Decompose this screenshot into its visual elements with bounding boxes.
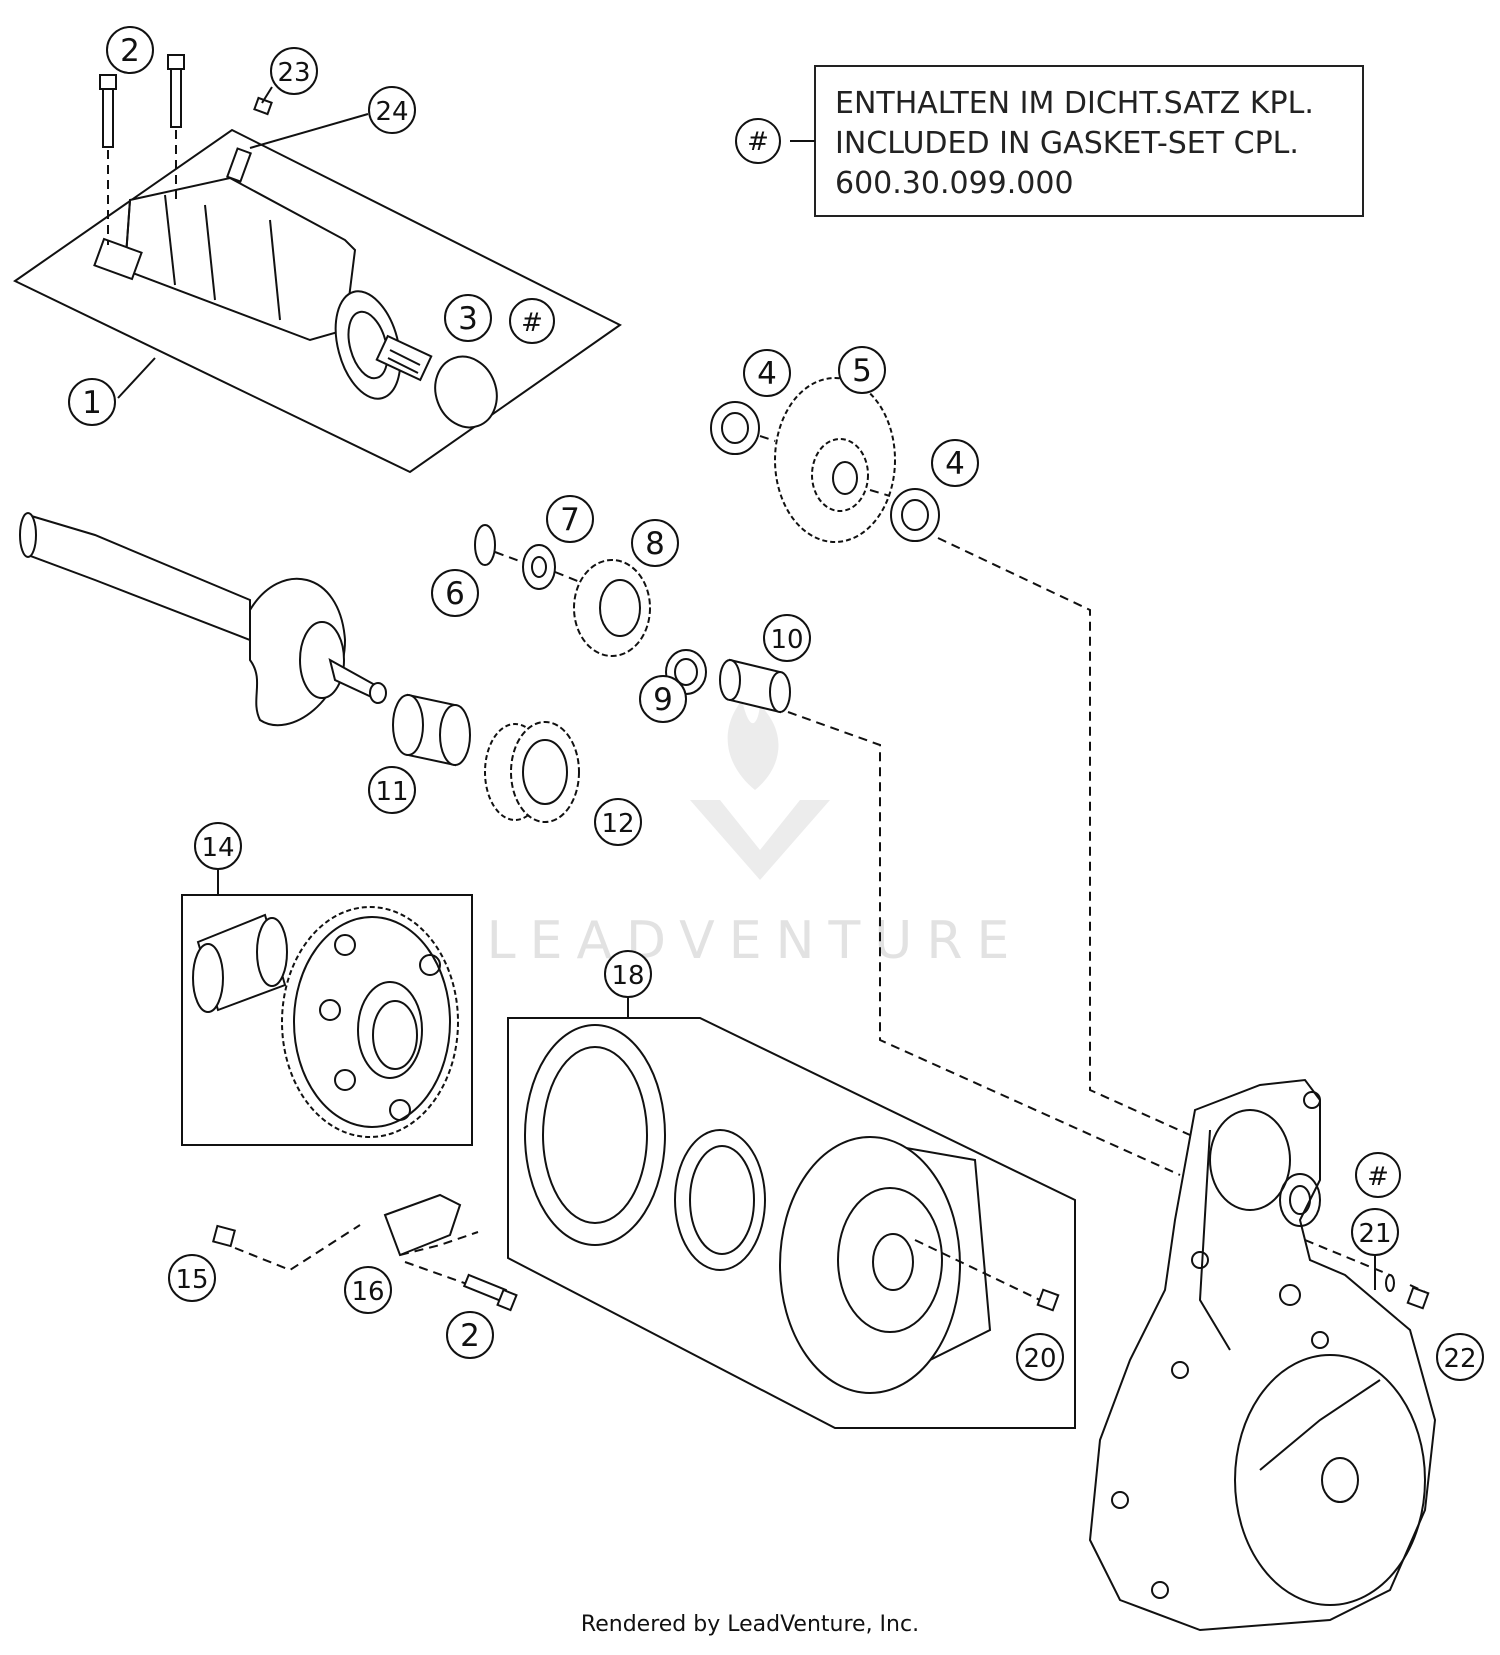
svg-text:22: 22 <box>1443 1344 1476 1374</box>
svg-text:10: 10 <box>770 625 803 655</box>
callout-21: 21 <box>1351 1208 1399 1256</box>
svg-text:9: 9 <box>653 682 673 718</box>
leader-gear-axis <box>937 537 1191 1136</box>
watermark: LEADVENTURE <box>487 700 1024 971</box>
flywheel-group <box>507 996 1076 1429</box>
note-symbol: # <box>747 127 769 157</box>
callout-2-bottom: 2 <box>446 1311 494 1359</box>
callout-1: 1 <box>68 378 116 426</box>
callout-3-gasket-symbol: # <box>509 298 555 344</box>
circlip-part-6 <box>474 524 496 566</box>
svg-text:15: 15 <box>175 1265 208 1295</box>
callout-14: 14 <box>194 822 242 870</box>
callout-3: 3 <box>444 294 492 342</box>
seal-ring <box>674 1129 766 1271</box>
note-symbol-circle <box>735 118 781 164</box>
note-part-number: 600.30.099.000 <box>835 166 1074 201</box>
callout-10: 10 <box>763 614 811 662</box>
callout-6: 6 <box>431 569 479 617</box>
o-ring-part-3 <box>434 355 498 429</box>
gasket-set-note: # ENTHALTEN IM DICHT.SATZ KPL. INCLUDED … <box>735 65 1364 217</box>
svg-text:20: 20 <box>1023 1344 1056 1374</box>
callout-22: 22 <box>1436 1333 1484 1381</box>
gear-part-12 <box>484 721 580 823</box>
bearing-part-4b <box>890 488 940 542</box>
lower-small-parts <box>212 1193 518 1312</box>
stator-ring <box>524 1024 666 1246</box>
torque-limiter-group <box>181 860 473 1146</box>
part-15 <box>212 1224 236 1248</box>
callout-18: 18 <box>604 950 652 998</box>
svg-text:16: 16 <box>351 1277 384 1307</box>
svg-text:12: 12 <box>601 809 634 839</box>
svg-text:5: 5 <box>852 353 872 389</box>
svg-text:2: 2 <box>120 33 140 69</box>
part-16 <box>383 1193 462 1257</box>
svg-text:21: 21 <box>1358 1219 1391 1249</box>
callout-2-top: 2 <box>106 26 154 74</box>
svg-text:8: 8 <box>645 526 665 562</box>
svg-text:1: 1 <box>82 385 102 421</box>
note-line-german: ENTHALTEN IM DICHT.SATZ KPL. <box>835 86 1314 121</box>
svg-text:6: 6 <box>445 576 465 612</box>
bearing-part-4a <box>710 401 760 455</box>
callout-20: 20 <box>1016 1333 1064 1381</box>
footer-credit: Rendered by LeadVenture, Inc. <box>580 1612 920 1637</box>
callout-8: 8 <box>631 519 679 567</box>
svg-text:14: 14 <box>201 833 234 863</box>
callout-11: 11 <box>368 766 416 814</box>
needle-bearing-part-11 <box>392 693 471 767</box>
callout-7: 7 <box>546 495 594 543</box>
callout-4-right: 4 <box>931 439 979 487</box>
watermark-text: LEADVENTURE <box>487 911 1024 971</box>
svg-text:4: 4 <box>945 446 965 482</box>
intermediate-gear <box>710 377 940 543</box>
svg-text:4: 4 <box>757 356 777 392</box>
callout-9: 9 <box>639 675 687 723</box>
bolts-upper <box>99 54 185 245</box>
svg-text:#: # <box>1367 1162 1389 1192</box>
callout-24: 24 <box>368 86 416 134</box>
svg-text:24: 24 <box>375 97 408 127</box>
svg-text:3: 3 <box>458 301 478 337</box>
svg-text:18: 18 <box>611 961 644 991</box>
svg-text:2: 2 <box>460 1318 480 1354</box>
leader-sleeve-axis <box>787 711 1181 1176</box>
callout-23: 23 <box>270 47 318 95</box>
svg-text:#: # <box>521 308 543 338</box>
callout-12: 12 <box>594 798 642 846</box>
small-gear-train <box>474 524 791 714</box>
callout-16: 16 <box>344 1266 392 1314</box>
svg-text:11: 11 <box>375 777 408 807</box>
callout-15: 15 <box>168 1254 216 1302</box>
callout-21-gasket-symbol: # <box>1355 1152 1401 1198</box>
crankshaft <box>19 512 387 727</box>
svg-text:23: 23 <box>277 58 310 88</box>
svg-text:7: 7 <box>560 502 580 538</box>
callouts: 1 2 23 24 3 # 4 5 4 7 8 6 10 9 11 12 14 … <box>68 26 1484 1381</box>
callout-4-left: 4 <box>743 349 791 397</box>
ignition-cover <box>1088 1078 1437 1632</box>
starter-motor-assembly <box>13 96 622 474</box>
callout-5: 5 <box>838 346 886 394</box>
flywheel-rotor <box>779 1136 961 1394</box>
note-line-english: INCLUDED IN GASKET-SET CPL. <box>835 126 1299 161</box>
washer-part-7 <box>522 544 556 590</box>
